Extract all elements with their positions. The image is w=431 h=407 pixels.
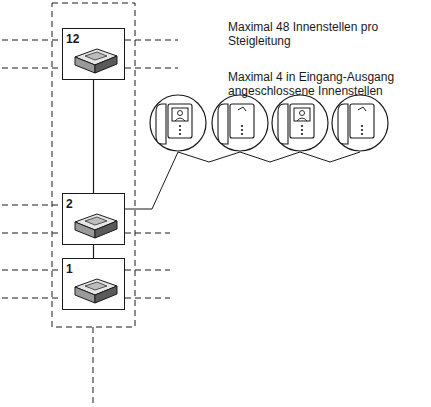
indoor-station-wire xyxy=(125,152,360,209)
riser-line xyxy=(93,245,94,258)
callout-number: 1 xyxy=(63,262,76,277)
callout-number: 12 xyxy=(63,32,82,47)
indoor-station-icon xyxy=(150,95,206,151)
callout-number: 2 xyxy=(63,197,76,212)
distributor-box: 12 xyxy=(62,28,125,80)
dashed-lines xyxy=(2,3,178,405)
note-label: Maximal 4 in Eingang-Ausgang angeschloss… xyxy=(228,70,423,98)
distributor-box: 2 xyxy=(62,193,125,245)
note-label: Maximal 48 Innenstellen pro Steigleitung xyxy=(228,20,388,48)
indoor-station-icon xyxy=(272,95,328,151)
distributor-box: 1 xyxy=(62,258,125,310)
indoor-stations xyxy=(150,95,388,151)
riser-line xyxy=(93,80,94,193)
indoor-station-icon xyxy=(212,95,268,151)
indoor-station-icon xyxy=(332,95,388,151)
